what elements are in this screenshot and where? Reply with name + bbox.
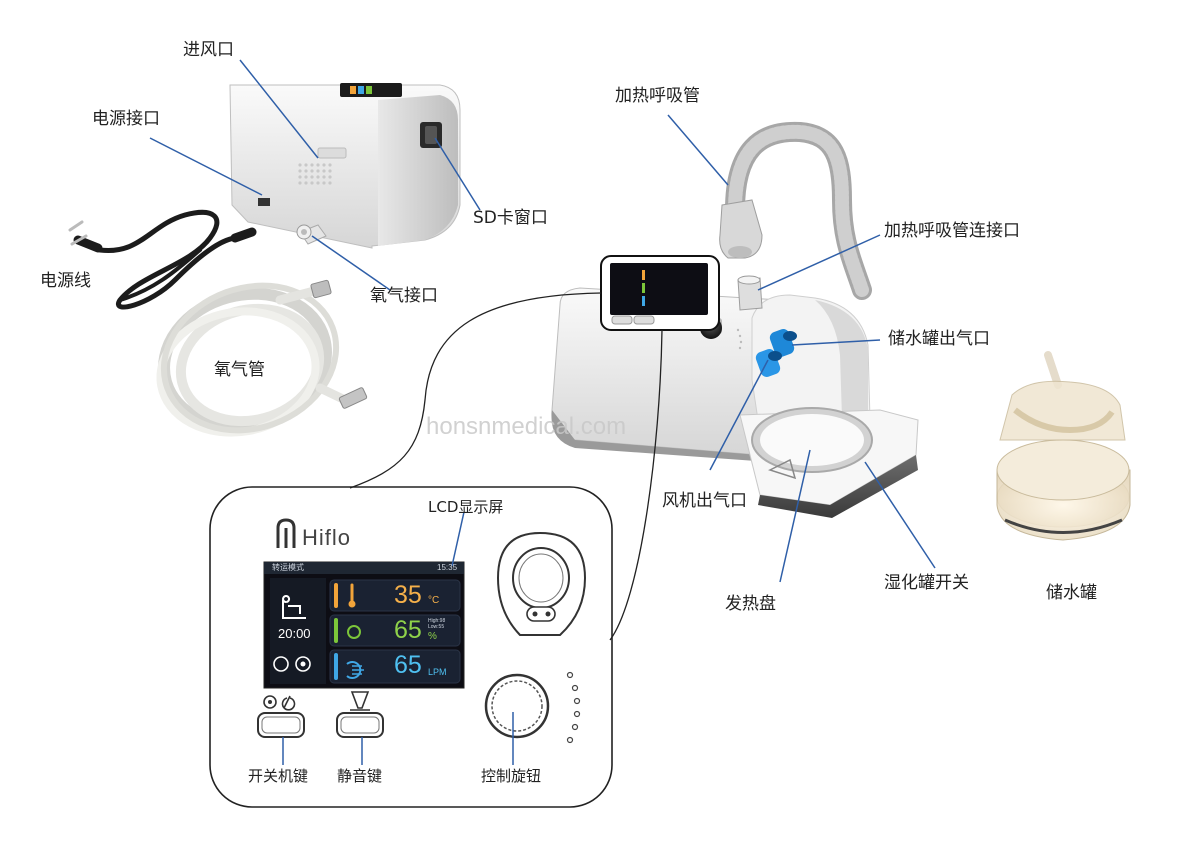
oxygen-value: 65 [394,616,422,644]
reservoir-outlet-ports [755,329,797,377]
label-humidifier-switch: 湿化罐开关 [884,573,969,593]
label-sd-window: SD卡窗口 [473,208,548,228]
leader-lines [149,59,936,765]
power-cord [68,209,257,310]
label-power-cord: 电源线 [40,271,91,291]
label-heated-tube: 加热呼吸管 [615,86,700,106]
label-power-port: 电源接口 [92,109,160,129]
water-reservoir [996,351,1131,541]
flow-unit: LPM [428,667,447,677]
main-device [551,255,919,518]
oxygen-tube-coil [156,279,368,437]
temperature-unit: °C [428,595,440,606]
label-oxygen-port: 氧气接口 [370,286,438,306]
watermark: honsnmedical.com [426,413,627,440]
panel-brand: Hiflo [302,525,352,550]
label-air-inlet: 进风口 [183,40,234,60]
panel-callout [209,292,663,808]
rear-device [229,83,461,249]
panel-enlarged [257,518,587,744]
screen-clock: 15:35 [437,563,458,572]
label-power-key: 开关机键 [248,767,309,785]
label-heating-plate: 发热盘 [725,594,776,614]
heated-breathing-tube [719,121,872,311]
label-mute-key: 静音键 [337,767,383,785]
flow-value: 65 [394,651,422,679]
screen-time: 20:00 [278,626,311,641]
label-heated-tube-connector: 加热呼吸管连接口 [884,221,1020,241]
oxygen-low: Low:55 [428,624,445,630]
screen-mode: 转运模式 [272,563,304,572]
label-reservoir: 储水罐 [1046,583,1097,603]
oxygen-high: High:98 [428,618,446,624]
label-control-knob: 控制旋钮 [481,767,542,785]
label-oxygen-tube: 氧气管 [214,360,265,380]
temperature-value: 35 [394,581,422,609]
label-lcd-screen: LCD显示屏 [428,498,504,516]
label-fan-outlet: 风机出气口 [662,491,747,511]
label-reservoir-outlet: 储水罐出气口 [888,329,990,349]
oxygen-unit: % [428,631,437,642]
